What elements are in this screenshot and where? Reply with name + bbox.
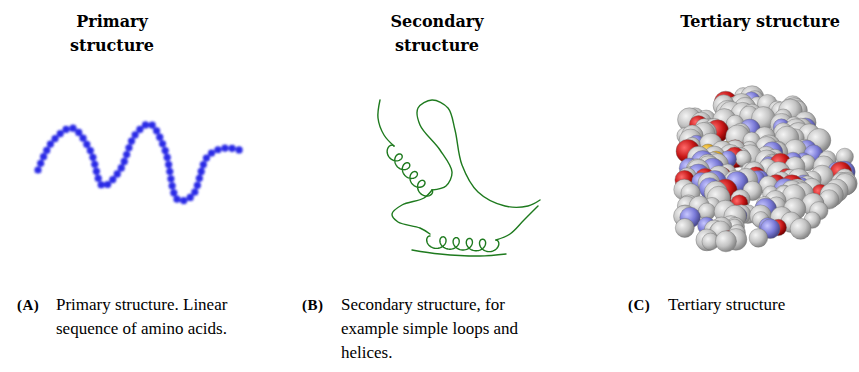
amino-acid-chain (34, 121, 242, 204)
panel-heading: Tertiary structure (680, 10, 840, 34)
panel-letter: (B) (302, 293, 342, 317)
panel-caption: Primary structure. Linear sequence of am… (56, 293, 228, 341)
panel-caption: Secondary structure, for example simple … (341, 293, 529, 365)
panel-letter: (C) (628, 293, 668, 317)
panel-caption: Tertiary structure (668, 293, 848, 317)
panel-heading: Primary structure (32, 10, 192, 58)
panel-heading: Secondary structure (352, 10, 522, 58)
tertiary-structure-model (674, 86, 858, 252)
secondary-structure-drawing (378, 100, 540, 256)
panel-letter: (A) (17, 293, 57, 317)
